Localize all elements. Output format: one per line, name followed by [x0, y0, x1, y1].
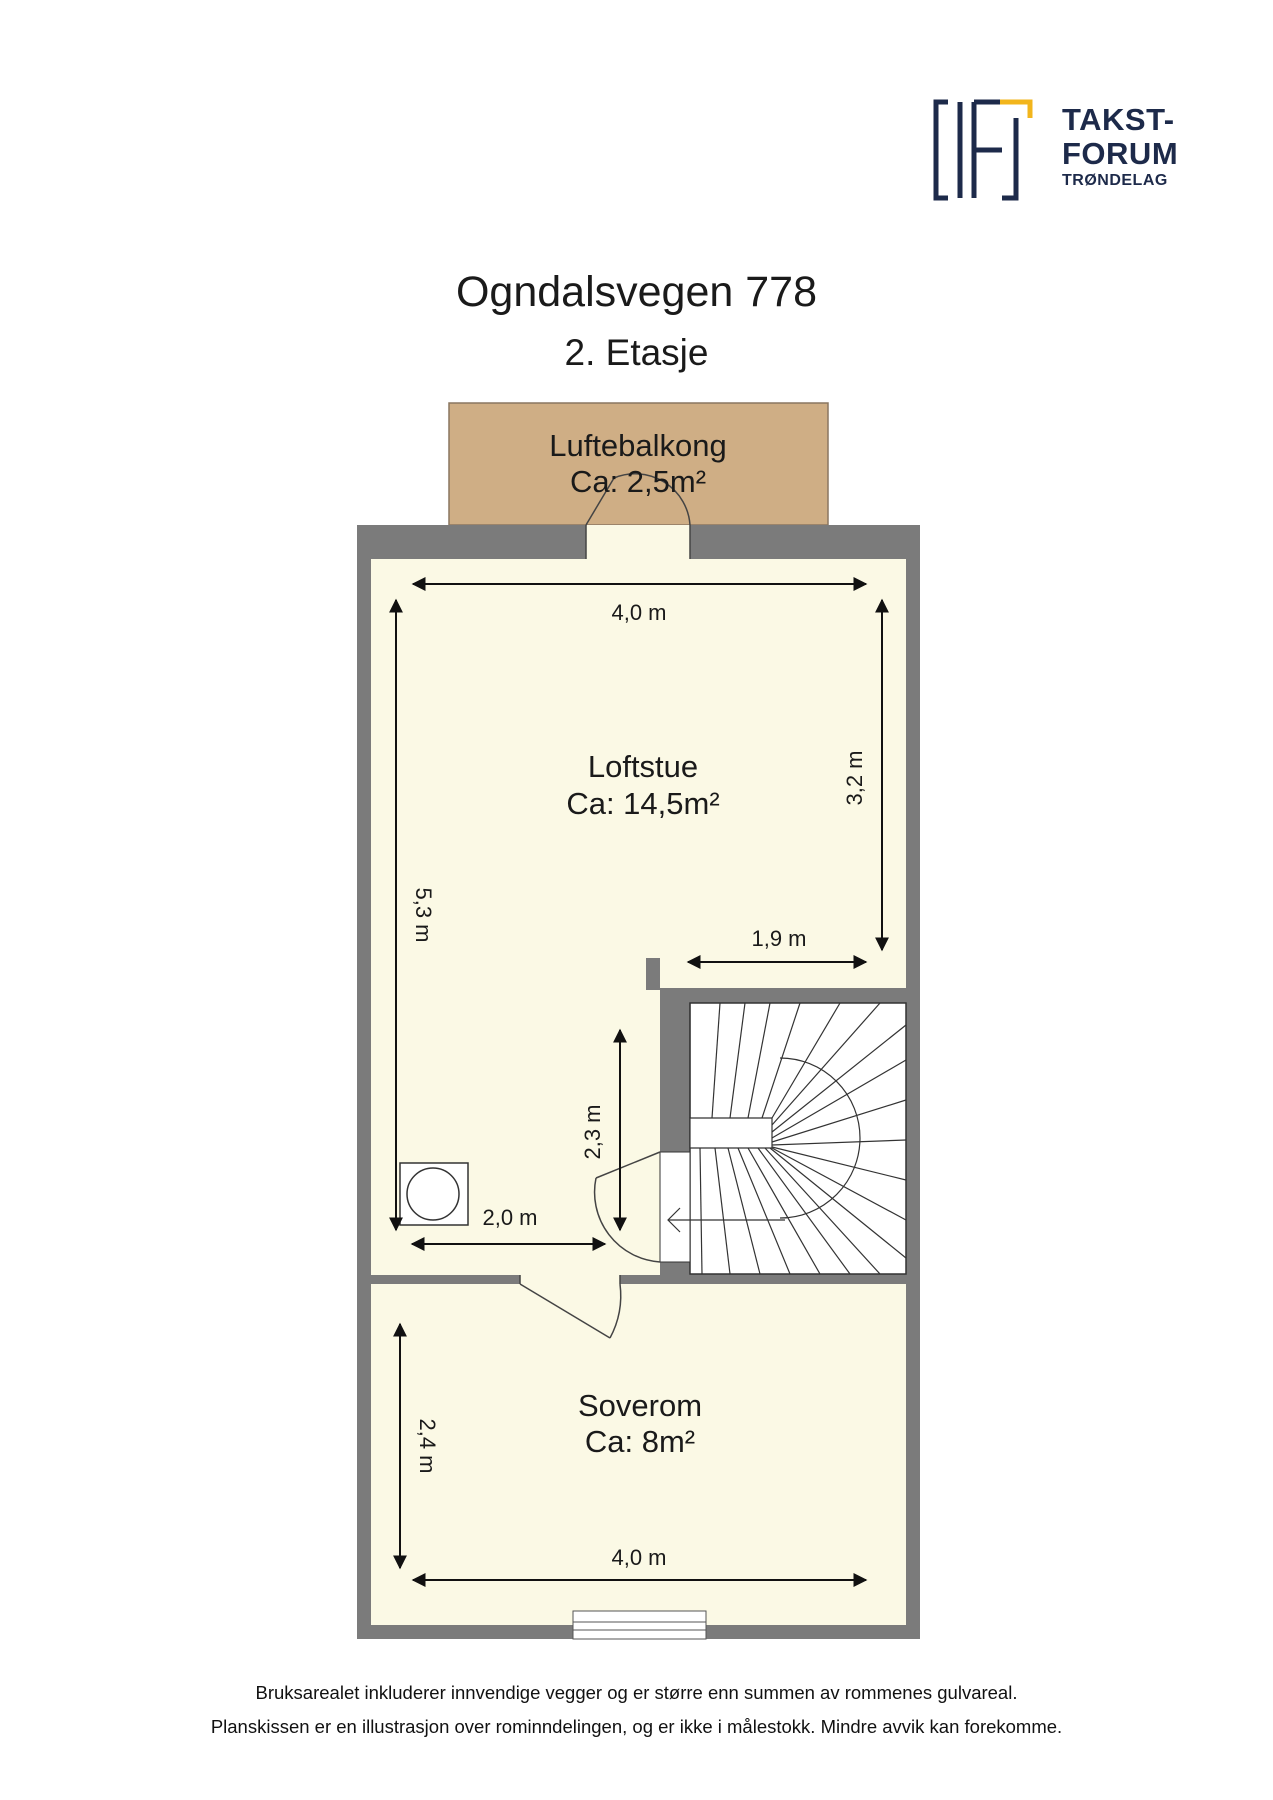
room-name-soverom: Soverom: [578, 1388, 702, 1423]
room-area-loftstue: Ca: 14,5m²: [566, 786, 719, 821]
stair-door: [593, 1151, 661, 1263]
balcony-door-opening: [586, 525, 690, 559]
inner-wall: [371, 1275, 520, 1284]
dim-soverom-height: 2,4 m: [415, 1418, 440, 1473]
dim-loftstue-width: 4,0 m: [611, 600, 666, 625]
dim-hall-height: 2,3 m: [580, 1104, 605, 1159]
balcony-door: [585, 473, 691, 559]
room-name-loftstue: Loftstue: [588, 749, 698, 784]
logo-line-2: FORUM: [1062, 136, 1179, 171]
room-name-balcony: Luftebalkong: [549, 428, 727, 463]
logo-line-3: TRØNDELAG: [1062, 172, 1168, 189]
partition-wall: [646, 958, 660, 990]
logo-text: TAKST- FORUM TRØNDELAG: [1062, 104, 1178, 189]
loftstue-floor: [371, 559, 906, 1275]
window: [572, 1610, 707, 1640]
room-area-balcony: Ca: 2,5m²: [570, 464, 706, 499]
dim-soverom-width: 4,0 m: [611, 1545, 666, 1570]
bedroom-door: [519, 1275, 622, 1339]
dim-loftstue-left-height: 5,3 m: [411, 887, 436, 942]
dim-loftstue-right-height: 3,2 m: [842, 750, 867, 805]
takstforum-logo-icon: [933, 99, 1033, 201]
room-area-soverom: Ca: 8m²: [585, 1424, 695, 1459]
chimney-icon: [399, 1162, 469, 1226]
dim-hall-width: 2,0 m: [482, 1205, 537, 1230]
footer-note-1: Bruksarealet inkluderer innvendige vegge…: [255, 1682, 1018, 1703]
soverom-floor: [371, 1284, 906, 1625]
inner-wall-right: [620, 1275, 906, 1284]
floor-subtitle: 2. Etasje: [564, 332, 709, 373]
logo-line-1: TAKST-: [1062, 102, 1175, 137]
dim-step-width: 1,9 m: [751, 926, 806, 951]
hallway-floor: [520, 1270, 620, 1284]
footer-note-2: Planskissen er en illustrasjon over romi…: [210, 1716, 1063, 1737]
stairs-icon: [659, 1002, 907, 1275]
balcony-area: [448, 402, 829, 526]
address-title: Ogndalsvegen 778: [455, 268, 817, 316]
